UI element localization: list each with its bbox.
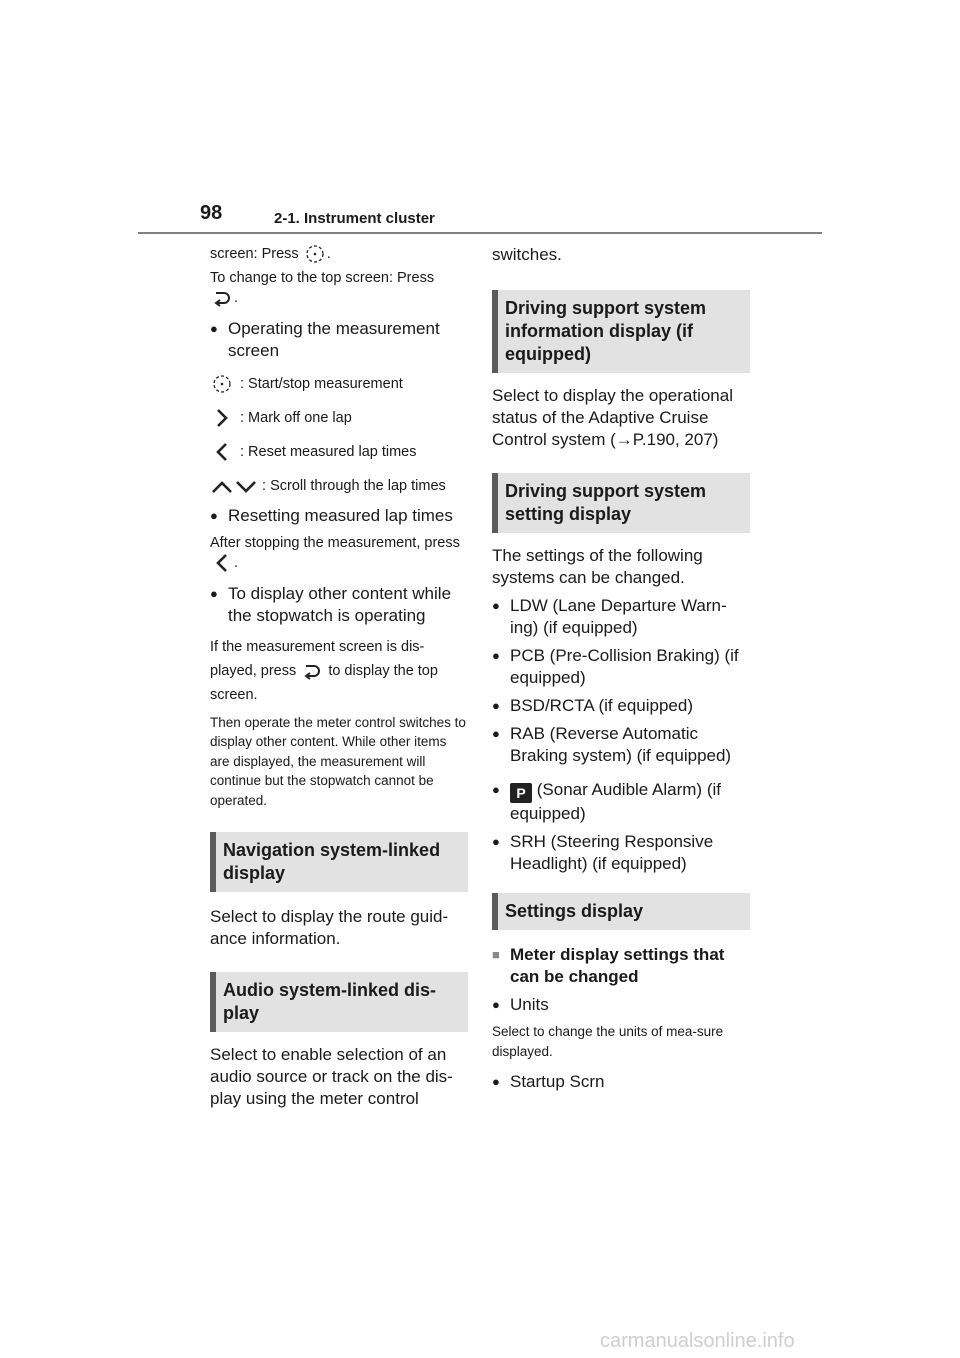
bullet-item: PCB (Pre-Collision Braking) (if equipped… [492, 645, 750, 689]
chevron-down-icon [234, 477, 258, 497]
bullet-item: SRH (Steering Responsive Headlight) (if … [492, 831, 750, 875]
bullet-item: RAB (Reverse Automatic Braking system) (… [492, 723, 750, 767]
back-arrow-icon [210, 288, 234, 308]
enter-dot-icon [210, 374, 234, 394]
watermark: carmanualsonline.info [600, 1330, 795, 1352]
text-line: screen: Press . [210, 244, 468, 264]
text-line: Select to enable selection of an audio s… [210, 1045, 453, 1109]
right-column: switches. Driving support system informa… [492, 244, 750, 1093]
chevron-up-icon [210, 477, 234, 497]
chevron-right-icon [210, 408, 234, 428]
text-line: Select to change the units of mea-sure d… [492, 1024, 724, 1059]
section-title: 2-1. Instrument cluster [274, 210, 435, 227]
sonar-alarm-icon: P [510, 783, 532, 803]
text-line: After stopping the measurement, press . [210, 533, 468, 573]
bullet-item: P (Sonar Audible Alarm) (if equipped) [492, 779, 750, 825]
left-column: screen: Press . To change to the top scr… [210, 244, 468, 1110]
text-line: Select to display the operational status… [492, 386, 733, 449]
icon-definition: : Scroll through the lap times [210, 476, 468, 496]
bullet-item: Resetting measured lap times [210, 505, 468, 527]
text-line: Then operate the meter control switches … [210, 714, 466, 808]
chevron-left-icon [210, 442, 234, 462]
icon-definition: : Start/stop measurement [210, 374, 468, 394]
header-rule [138, 232, 822, 234]
section-heading: Settings display [492, 893, 750, 930]
text-line: Select to display the route guid-ance in… [210, 907, 449, 949]
text-line: switches. [492, 245, 562, 264]
bullet-item: Startup Scrn [492, 1071, 750, 1093]
section-heading: Navigation system-linked display [210, 832, 468, 893]
icon-definition: : Mark off one lap [210, 408, 468, 428]
section-heading: Audio system-linked dis-play [210, 972, 468, 1033]
text-line: If the measurement screen is dis-played,… [210, 638, 438, 703]
bullet-item: To display other content while the stopw… [210, 583, 468, 627]
text-line: The settings of the following systems ca… [492, 546, 703, 587]
chevron-left-icon [210, 553, 234, 573]
sub-heading: Meter display settings that can be chang… [492, 944, 750, 988]
page-number: 98 [200, 202, 223, 224]
bullet-item: Operating the measurement screen [210, 318, 468, 362]
icon-definition: : Reset measured lap times [210, 442, 468, 462]
section-heading: Driving support system information displ… [492, 290, 750, 373]
bullet-item: LDW (Lane Departure Warn-ing) (if equipp… [492, 595, 750, 639]
text-line: To change to the top screen: Press . [210, 268, 468, 308]
back-arrow-icon [300, 661, 324, 681]
section-heading: Driving support system setting display [492, 473, 750, 533]
enter-dot-icon [303, 244, 327, 264]
bullet-item: Units [492, 994, 750, 1016]
bullet-item: BSD/RCTA (if equipped) [492, 695, 750, 717]
